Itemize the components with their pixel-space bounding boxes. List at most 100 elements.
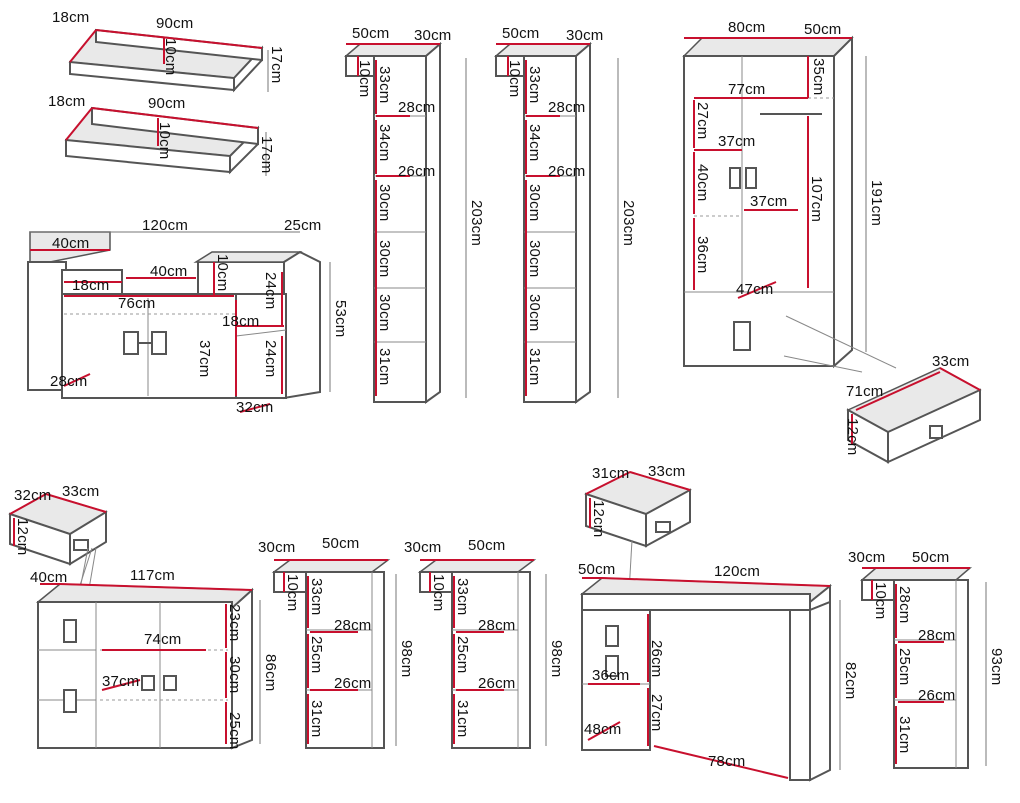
dk-handle-2 <box>605 655 619 677</box>
shelf-a-height-label: 17cm <box>268 46 285 83</box>
ls3-h2-label: 25cm <box>896 648 913 685</box>
ls3-gap-label: 10cm <box>872 582 889 619</box>
dk-leg-side <box>809 600 831 782</box>
tv-inner-a-label: 18cm <box>72 277 109 294</box>
ch-side <box>231 587 253 750</box>
shelf-b-thickness-label: 10cm <box>156 122 173 159</box>
tv-height-label: 53cm <box>332 300 349 337</box>
ls2-h3-label: 31cm <box>454 700 471 737</box>
drb-depth-label: 32cm <box>14 487 51 504</box>
drb-width-label: 33cm <box>62 483 99 500</box>
wr-width-label: 80cm <box>728 19 765 36</box>
ls1-h1-label: 33cm <box>308 578 325 615</box>
shelf-a-depth-label: 18cm <box>52 9 89 26</box>
tv-top-left-label: 40cm <box>52 235 89 252</box>
bc1-gap-label: 10cm <box>356 60 373 97</box>
dk-h1-label: 26cm <box>648 640 665 677</box>
dra-width-line <box>939 367 981 391</box>
shelf-b-depth-label: 18cm <box>48 93 85 110</box>
wr-side <box>833 35 853 369</box>
low-shelf-1: 30cm 50cm 10cm 33cm 28cm 25cm 26cm 31cm … <box>258 535 415 749</box>
drc-depth-label: 31cm <box>592 465 629 482</box>
dk-leg-space-line <box>653 745 789 779</box>
ls3-width-label: 50cm <box>912 549 949 566</box>
drb-handle <box>73 539 89 551</box>
chest-of-drawers: 40cm 117cm 74cm 37cm 23cm 30cm 25cm 86cm <box>30 567 279 749</box>
ls1-h2-label: 25cm <box>308 636 325 673</box>
ch-drawer-width-label: 37cm <box>102 673 139 690</box>
dra-depth-line <box>855 371 941 411</box>
tv-inner-width-label: 76cm <box>118 295 155 312</box>
tv-side-depth-line <box>239 403 271 413</box>
wall-shelf-b: 18cm 90cm 10cm 17cm <box>48 93 275 176</box>
ls1-width-label: 50cm <box>322 535 359 552</box>
wr-depth-label: 50cm <box>804 21 841 38</box>
ch-drawer-width-line <box>101 679 141 691</box>
bc2-shelf-depth-label: 28cm <box>548 99 585 116</box>
drawer-a: 33cm 71cm 12cm <box>844 353 982 464</box>
wr-top-height-label: 35cm <box>810 58 827 95</box>
ch-handle-4 <box>163 675 177 691</box>
bc1-shelf-depth-label: 28cm <box>398 99 435 116</box>
tv-handle-right <box>151 331 167 355</box>
ch-h2-label: 30cm <box>226 656 243 693</box>
ls3-h3-label: 31cm <box>896 716 913 753</box>
ls1-height-label: 98cm <box>398 640 415 677</box>
wr-h1-label: 27cm <box>694 102 711 139</box>
ch-handle-2 <box>63 689 77 713</box>
ls2-depth-label: 30cm <box>404 539 441 556</box>
dk-handle-1 <box>605 625 619 647</box>
tv-base-depth-line <box>63 373 91 387</box>
bc1-h2-label: 34cm <box>376 124 393 161</box>
wr-handle-right <box>745 167 757 189</box>
bc2-depth-label: 30cm <box>566 27 603 44</box>
dk-drawer-width-label: 36cm <box>592 667 629 684</box>
tv-niche-upper-label: 24cm <box>262 272 279 309</box>
wr-shelf-b-label: 37cm <box>750 193 787 210</box>
ls2-h1-label: 33cm <box>454 578 471 615</box>
ch-h1-label: 23cm <box>226 604 243 641</box>
dk-depth-label: 50cm <box>578 561 615 578</box>
tv-left-block <box>27 261 67 391</box>
drc-height-label: 12cm <box>590 500 607 537</box>
tv-door-height-label: 37cm <box>196 340 213 377</box>
ls3-depth-label: 30cm <box>848 549 885 566</box>
ls1-body <box>305 571 385 749</box>
ls2-inner-width-label: 26cm <box>478 675 515 692</box>
dk-width-label: 120cm <box>714 563 760 580</box>
tv-right-top <box>193 251 303 263</box>
ch-handle-3 <box>141 675 155 691</box>
dra-depth-label: 71cm <box>846 383 883 400</box>
ls1-top <box>271 559 391 573</box>
wr-drawer-pointer-2 <box>783 355 863 373</box>
dk-leg <box>789 609 811 781</box>
low-shelf-3: 30cm 50cm 10cm 28cm 28cm 25cm 26cm 31cm … <box>848 549 1005 769</box>
drb-width-line <box>45 493 107 513</box>
tv-cabinet: 120cm 25cm 40cm 18cm 40cm 10cm 76cm 18cm… <box>27 217 349 416</box>
dk-width-line <box>601 577 831 587</box>
tall-bookcase-2: 50cm 30cm 10cm 33cm 28cm 34cm 26cm 30cm … <box>493 25 637 404</box>
tv-side-niche <box>235 293 287 399</box>
tv-base-depth-label: 28cm <box>50 373 87 390</box>
bc1-h6-label: 31cm <box>376 348 393 385</box>
tv-niche-shelf <box>235 329 287 337</box>
wr-handle-left <box>729 167 741 189</box>
dk-leg-space-label: 78cm <box>708 753 745 770</box>
ch-width-line <box>59 583 253 591</box>
dra-height-label: 12cm <box>844 418 861 455</box>
drawer-c: 31cm 33cm 12cm <box>584 463 692 611</box>
drc-handle <box>655 521 671 533</box>
dra-handle <box>929 425 943 439</box>
ch-handle-1 <box>63 619 77 643</box>
ch-h3-label: 25cm <box>226 712 243 749</box>
bc1-h1-label: 33cm <box>376 66 393 103</box>
ch-width-label: 117cm <box>130 567 175 584</box>
bc2-h4-label: 30cm <box>526 240 543 277</box>
bc1-h3-label: 30cm <box>376 184 393 221</box>
tv-depth-label: 25cm <box>284 217 321 234</box>
bc2-top <box>493 43 593 57</box>
wr-top <box>682 37 854 57</box>
bc2-h5-label: 30cm <box>526 294 543 331</box>
drc-width-line <box>629 471 691 491</box>
ls2-width-label: 50cm <box>468 537 505 554</box>
